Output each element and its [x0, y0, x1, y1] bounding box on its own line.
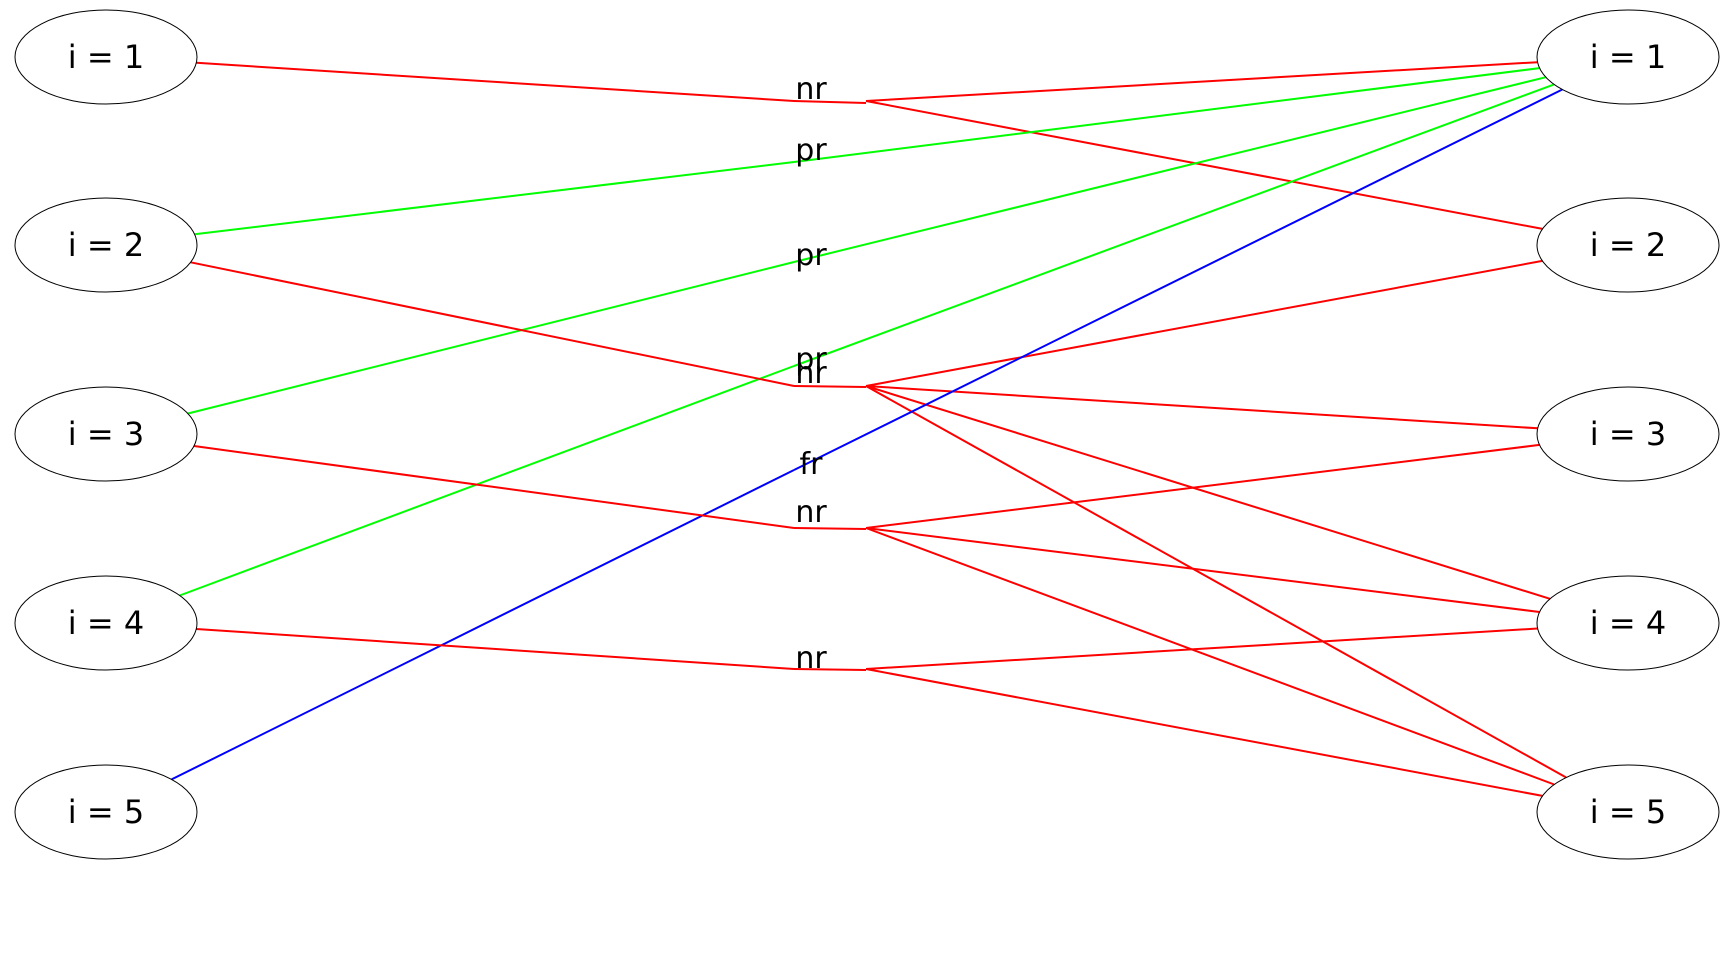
right-node-3[interactable]: i = 3	[1536, 386, 1720, 482]
node-ellipse	[14, 9, 198, 105]
node-ellipse	[14, 575, 198, 671]
edge-nr-L2-M5	[190, 261, 795, 387]
node-label: i = 1	[68, 38, 144, 76]
right-node-4[interactable]: i = 4	[1536, 575, 1720, 671]
relation-joint-M1	[793, 100, 867, 104]
node-ellipse	[14, 764, 198, 860]
edges-layer	[171, 61, 1567, 797]
right-node-2[interactable]: i = 2	[1536, 197, 1720, 293]
edge-pr-L2-M2	[194, 161, 795, 236]
edge-nr-L4-M8	[196, 628, 795, 670]
relation-joint-M7	[793, 527, 867, 530]
edge-pr-M2-R1	[793, 67, 1540, 163]
edge-nr-M7-R3	[865, 443, 1540, 529]
node-label: i = 3	[68, 415, 144, 453]
relation-label-nr: nr	[795, 495, 827, 530]
right-node-1[interactable]: i = 1	[1536, 9, 1720, 105]
relation-label-nr: nr	[795, 356, 827, 391]
node-ellipse	[14, 386, 198, 482]
node-ellipse	[1536, 9, 1720, 105]
edge-nr-M1-R1	[865, 61, 1538, 102]
edge-nr-L1-M1	[196, 61, 795, 102]
left-node-2[interactable]: i = 2	[14, 197, 198, 293]
edge-nr-M7-R4	[865, 527, 1540, 613]
node-label: i = 4	[1590, 604, 1666, 642]
node-ellipse	[1536, 764, 1720, 860]
node-label: i = 3	[1590, 415, 1666, 453]
relation-label-pr: pr	[795, 133, 827, 168]
node-label: i = 5	[1590, 793, 1666, 831]
node-label: i = 1	[1590, 38, 1666, 76]
left-node-1[interactable]: i = 1	[14, 9, 198, 105]
node-label: i = 2	[1590, 226, 1666, 264]
node-label: i = 4	[68, 604, 144, 642]
relation-label-pr: pr	[795, 238, 827, 273]
right-node-5[interactable]: i = 5	[1536, 764, 1720, 860]
edge-nr-M8-R5	[865, 668, 1543, 797]
node-label: i = 5	[68, 793, 144, 831]
left-node-5[interactable]: i = 5	[14, 764, 198, 860]
relation-label-pr: pr	[795, 342, 827, 377]
edge-pr-L4-M4	[179, 365, 795, 597]
node-ellipse	[1536, 386, 1720, 482]
left-node-4[interactable]: i = 4	[14, 575, 198, 671]
relation-label-nr: nr	[795, 72, 827, 107]
edge-nr-M7-R5	[865, 527, 1555, 786]
edge-nr-M5-R3	[865, 385, 1538, 430]
edge-nr-M5-R4	[865, 385, 1551, 600]
nodes-layer: i = 1 i = 2 i = 3 i = 4 i = 5 i = 1 i = 2 i = 3…	[14, 9, 1720, 860]
relation-label-nr: nr	[795, 641, 827, 676]
node-ellipse	[1536, 197, 1720, 293]
edge-pr-M3-R1	[793, 76, 1547, 263]
edge-nr-M8-R4	[865, 627, 1538, 670]
edge-nr-M1-R2	[865, 100, 1543, 230]
node-label: i = 2	[68, 226, 144, 264]
relation-joint-M5	[793, 385, 867, 388]
relation-label-fr: fr	[800, 447, 824, 482]
node-ellipse	[1536, 575, 1720, 671]
edge-nr-L3-M7	[193, 445, 795, 529]
edge-nr-M5-R2	[865, 259, 1543, 387]
edge-nr-M5-R5	[865, 385, 1567, 779]
edge-fr-M6-R1	[793, 88, 1563, 471]
left-node-3[interactable]: i = 3	[14, 386, 198, 482]
edge-fr-L5-M6	[171, 469, 795, 781]
edge-pr-L3-M3	[187, 261, 795, 415]
edge-pr-M4-R1	[793, 83, 1555, 367]
relation-joint-M8	[793, 668, 867, 671]
node-ellipse	[14, 197, 198, 293]
